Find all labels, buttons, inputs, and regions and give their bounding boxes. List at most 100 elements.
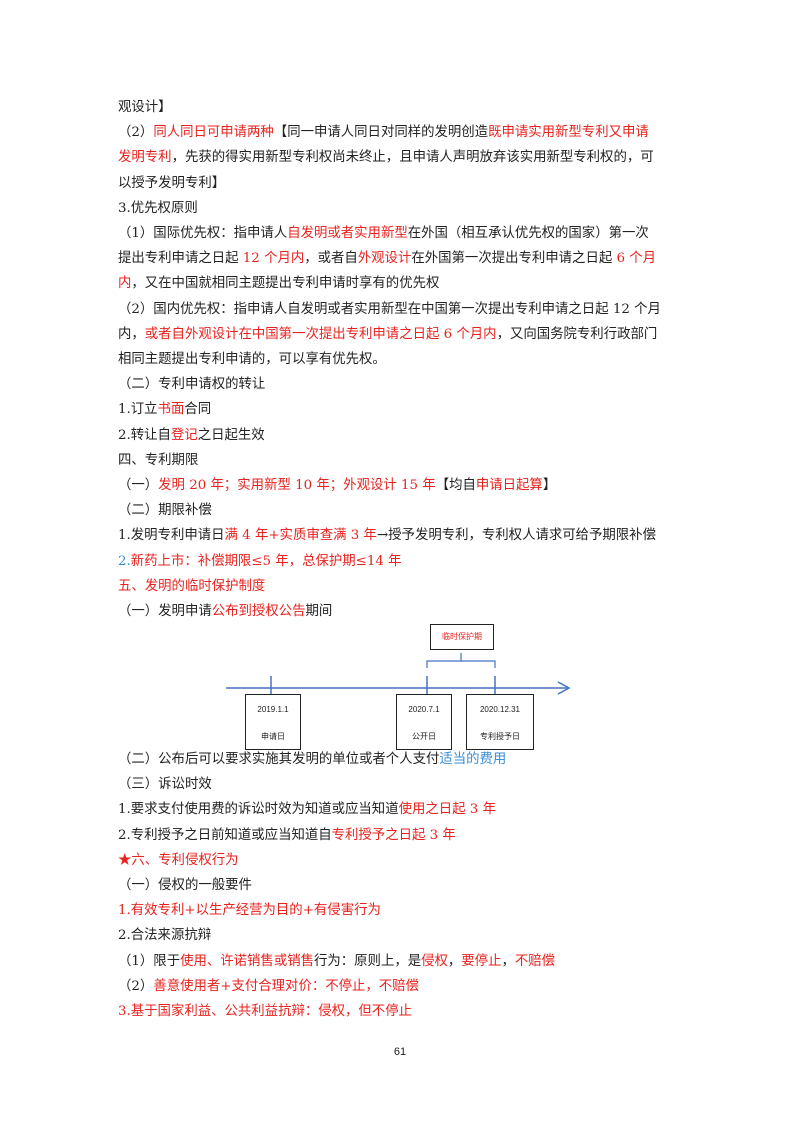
text-segment: 在外国第一次提出专利申请之日起 [411, 251, 617, 267]
text-segment: （一）发明申请 [118, 604, 212, 619]
text-segment: 发明专利 [118, 150, 172, 166]
text-line: 1.要求支付使用费的诉讼时效为知道或应当知道使用之日起 3 年 [118, 800, 496, 820]
text-line: 观设计】 [118, 98, 172, 118]
text-segment: 】 [542, 478, 557, 493]
text-segment: 公布到授权公告 [211, 604, 306, 619]
text-segment: 观设计】 [118, 100, 172, 115]
page-number: 61 [393, 1046, 407, 1058]
text-segment: ， [501, 953, 515, 969]
text-segment: 新药上市： [130, 553, 198, 569]
text-segment: 2. [118, 553, 131, 569]
text-line: ★六、专利侵权行为 [118, 851, 239, 871]
text-segment: 四、专利期限 [118, 452, 199, 468]
text-segment: 不停止，不赔偿 [325, 978, 419, 994]
text-segment: 或者自外观设计在中国第一次提出专利申请之日起 6 个月内 [144, 326, 497, 342]
text-line: （一）侵权的一般要件 [118, 876, 252, 896]
text-segment: 善意使用者+支付合理对价： [153, 978, 326, 994]
text-segment: 申请日起算 [475, 478, 543, 493]
text-line: （2）同人同日可申请两种【同一申请人同日对同样的发明创造既申请实用新型专利又申请 [118, 123, 649, 143]
text-segment: 外观设计 [357, 251, 412, 267]
event-label: 专利授予日 [480, 732, 520, 741]
text-line: （二）公布后可以要求实施其发明的单位或者个人支付适当的费用 [118, 750, 506, 770]
text-segment: 内 [118, 276, 132, 292]
text-segment: 2.专利授予之日前知道或应当知道自 [118, 827, 332, 843]
period-bracket [426, 660, 496, 668]
text-segment: （2）国内优先权：指申请人自发明或者实用新型在中国第一次提出专利申请之日起 12… [118, 301, 661, 317]
timeline-diagram: 临时保护期 2019.1.1 申请日 2020.7.1 公开日 2020.12.… [220, 618, 580, 750]
text-segment: 以授予发明专利】 [118, 175, 226, 191]
text-line: 1.发明专利申请日满 4 年+实质审查满 3 年→授予发明专利，专利权人请求可给… [118, 526, 656, 546]
text-line: 2.新药上市：补偿期限≤5 年，总保护期≤14 年 [118, 552, 402, 572]
text-segment: ， [447, 953, 462, 969]
text-line: （1）限于使用、许诺销售或销售行为：原则上，是侵权，要停止，不赔偿 [118, 952, 555, 972]
text-segment: ，或者自 [304, 251, 358, 267]
text-segment: 适当的费用 [439, 752, 507, 767]
text-line: 1.订立书面合同 [118, 400, 211, 420]
text-segment: 6 个月 [616, 251, 657, 267]
text-segment: 同人同日可申请两种 [153, 125, 274, 141]
text-segment: 基于国家利益、公共利益抗辩：侵权，但不停止 [130, 1004, 412, 1019]
event-box: 2020.12.31 专利授予日 [466, 694, 534, 750]
text-segment: （二）期限补偿 [118, 503, 212, 519]
text-segment: （二）公布后可以要求实施其发明的单位或者个人支付 [118, 752, 440, 767]
text-line: 内，或者自外观设计在中国第一次提出专利申请之日起 6 个月内，又向国务院专利行政… [118, 325, 657, 345]
text-line: 五、发明的临时保护制度 [118, 577, 265, 597]
text-segment: 1.要求支付使用费的诉讼时效为知道或应当知道 [118, 802, 399, 818]
text-segment: 发明 20 年；实用新型 10 年；外观设计 15 年 [158, 478, 436, 493]
text-segment: 登记 [170, 427, 198, 443]
text-segment: 自发明或者实用新型 [287, 226, 408, 241]
text-line: （二）专利申请权的转让 [118, 375, 265, 395]
text-segment: 相同主题提出专利申请的，可以享有优先权。 [118, 352, 386, 367]
text-line: （三）诉讼时效 [118, 775, 212, 795]
event-label: 公开日 [412, 732, 436, 741]
text-segment: 使用、许诺销售或销售 [180, 953, 314, 969]
text-line: 提出专利申请之日起 12 个月内，或者自外观设计在外国第一次提出专利申请之日起 … [118, 249, 656, 269]
text-segment: （2） [118, 978, 154, 994]
text-segment: 既申请实用新型专利又申请 [488, 125, 649, 141]
text-segment: （三）诉讼时效 [118, 777, 212, 793]
text-line: （2）国内优先权：指申请人自发明或者实用新型在中国第一次提出专利申请之日起 12… [118, 300, 661, 320]
text-segment: →授予发明专利，专利权人请求可给予期限补偿 [376, 528, 656, 544]
text-segment: （一）侵权的一般要件 [118, 878, 252, 893]
text-segment: 不赔偿 [514, 953, 556, 969]
text-segment: （2） [118, 125, 154, 141]
text-segment: 【均自 [435, 478, 476, 493]
text-segment: 在外国（相互承认优先权的国家）第一次 [407, 226, 649, 241]
text-segment: ，又在中国就相同主题提出专利申请时享有的优先权 [131, 276, 440, 292]
text-segment: 3. [118, 1004, 131, 1019]
text-line: 以授予发明专利】 [118, 174, 225, 194]
event-box: 2019.1.1 申请日 [245, 694, 301, 750]
text-segment: ，又向国务院专利行政部门 [496, 326, 658, 342]
text-segment: （1）国际优先权：指申请人 [118, 226, 288, 241]
text-line: 内，又在中国就相同主题提出专利申请时享有的优先权 [118, 274, 439, 294]
event-date: 2019.1.1 [257, 705, 289, 714]
text-line: （二）期限补偿 [118, 501, 212, 521]
text-segment: 有效专利+以生产经营为目的+有侵害行为 [130, 903, 381, 919]
text-line: 发明专利，先获的得实用新型专利权尚未终止，且申请人声明放弃该实用新型专利权的，可 [118, 148, 654, 168]
text-segment: 内， [118, 326, 145, 342]
text-segment: ★六、专利侵权行为 [118, 852, 239, 868]
text-segment: 提出专利申请之日起 [118, 251, 243, 267]
event-date: 2020.12.31 [479, 705, 521, 714]
text-line: 1.有效专利+以生产经营为目的+有侵害行为 [118, 901, 381, 921]
text-segment: 1. [118, 903, 131, 919]
text-segment: 侵权 [421, 953, 448, 969]
text-segment: 五、发明的临时保护制度 [118, 578, 266, 594]
period-label: 临时保护期 [430, 624, 494, 650]
text-line: （1）国际优先权：指申请人自发明或者实用新型在外国（相互承认优先权的国家）第一次 [118, 224, 649, 244]
text-segment: ，先获的得实用新型专利权尚未终止，且申请人声明放弃该实用新型专利权的，可 [171, 150, 654, 166]
event-box: 2020.7.1 公开日 [396, 694, 452, 750]
text-segment: 12 个月内 [242, 251, 305, 267]
text-segment: 合同 [184, 402, 212, 418]
text-segment: 【同一申请人同日对同样的发明创造 [273, 125, 489, 141]
text-line: 3.基于国家利益、公共利益抗辩：侵权，但不停止 [118, 1002, 412, 1022]
text-line: 3.优先权原则 [118, 199, 198, 219]
text-segment: 要停止 [461, 953, 502, 969]
text-line: 2.合法来源抗辩 [118, 926, 211, 946]
text-segment: （二）专利申请权的转让 [118, 377, 266, 393]
text-segment: （1）限于 [118, 953, 181, 969]
text-segment: 1.发明专利申请日 [118, 528, 225, 544]
text-segment: 使用之日起 3 年 [398, 802, 496, 818]
text-segment: 3.优先权原则 [118, 200, 198, 216]
timeline-arrow-icon [557, 681, 571, 695]
